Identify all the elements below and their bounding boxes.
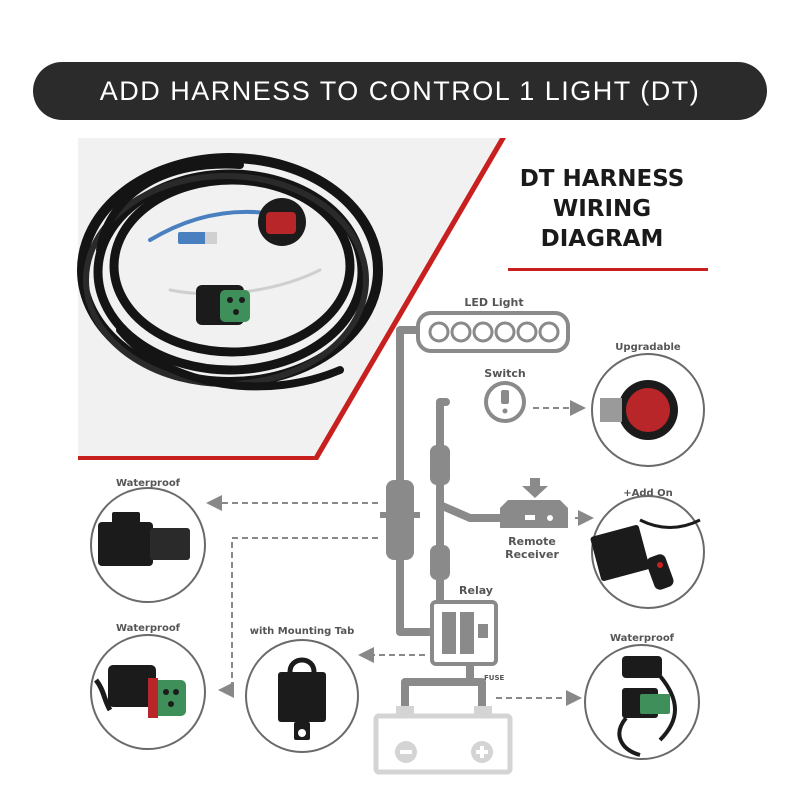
title-banner: ADD HARNESS TO CONTROL 1 LIGHT (DT) xyxy=(33,62,767,120)
waterproof-label-3: Waterproof xyxy=(610,633,675,644)
add-on-remote-circle xyxy=(590,495,705,609)
harness-switch-icon xyxy=(258,198,306,246)
waterproof-fuse-circle xyxy=(584,644,700,760)
waterproof-label-2: Waterproof xyxy=(116,623,181,634)
harness-terminal-icon xyxy=(178,232,217,244)
relay-label: Relay xyxy=(459,584,493,597)
red-divider-diagonal xyxy=(312,138,506,460)
wiring-lines xyxy=(396,326,514,716)
dashed-connectors xyxy=(206,400,594,706)
relay-icon xyxy=(430,600,498,666)
title-line-3: DIAGRAM xyxy=(541,226,664,252)
harness-dt-connector-icon xyxy=(196,285,250,325)
led-light-bar xyxy=(416,311,570,353)
switch-icon xyxy=(484,381,526,423)
upgradable-switch-circle xyxy=(591,353,705,467)
connector-relay-wire xyxy=(430,545,450,580)
title-line-2: WIRING xyxy=(553,196,651,222)
switch-label: Switch xyxy=(484,367,525,380)
remote-receiver-label-2: Receiver xyxy=(505,548,559,561)
remote-receiver-label-1: Remote xyxy=(508,535,556,548)
waterproof-dt-connector-circle xyxy=(90,634,206,750)
mounting-tab-label: with Mounting Tab xyxy=(250,626,355,637)
title-line-1: DT HARNESS xyxy=(520,166,685,192)
waterproof-label-1: Waterproof xyxy=(116,478,181,489)
relay-mounting-tab-circle xyxy=(245,639,359,753)
connector-switch-wire xyxy=(430,445,450,485)
waterproof-dt-housing-circle xyxy=(90,487,206,603)
red-divider-bottom xyxy=(78,456,314,460)
harness-coil-icon xyxy=(77,153,383,391)
upgradable-label: Upgradable xyxy=(615,342,681,353)
harness-photo xyxy=(77,138,506,460)
add-on-label: +Add On xyxy=(623,488,673,499)
banner-text: ADD HARNESS TO CONTROL 1 LIGHT (DT) xyxy=(99,75,701,106)
diagram-title: DT HARNESS WIRING DIAGRAM xyxy=(508,166,708,271)
title-underline xyxy=(508,268,708,271)
fuse-label: FUSE xyxy=(484,674,505,682)
battery-icon xyxy=(373,706,513,775)
remote-receiver-icon xyxy=(500,478,568,528)
led-light-label: LED Light xyxy=(464,296,523,309)
dt-connector-main xyxy=(380,480,420,560)
